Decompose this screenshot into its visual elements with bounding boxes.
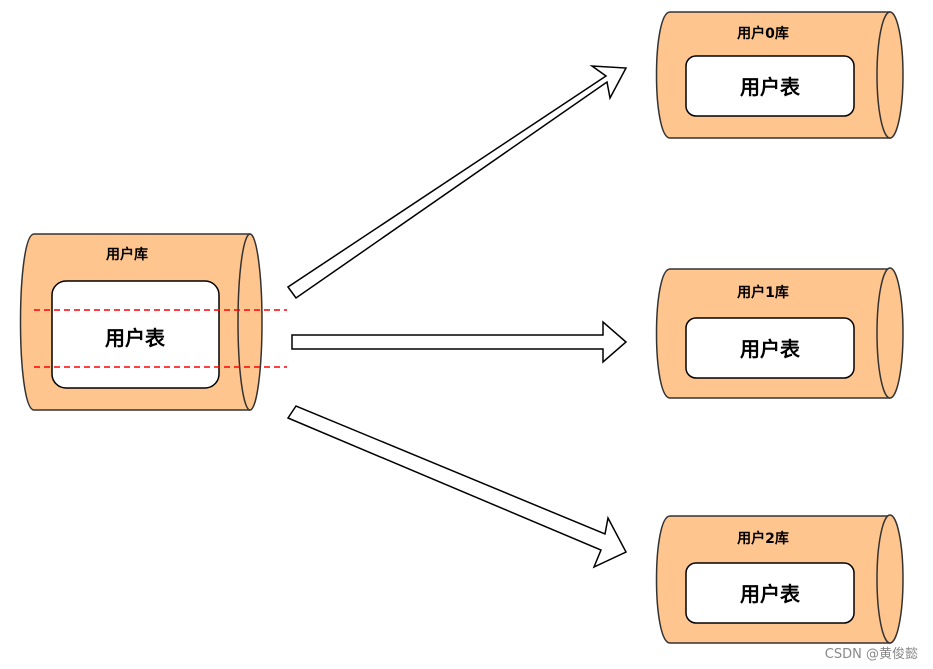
source-table (51, 280, 220, 389)
target-db-1-table-label: 用户表 (740, 337, 801, 361)
target-db-2-label: 用户2库 (737, 530, 789, 547)
target-db-0-end (876, 11, 904, 139)
target-db-2-end (876, 514, 904, 644)
source-db-label: 用户库 (106, 246, 148, 263)
target-db-1: 用户1库 用户表 (655, 267, 904, 399)
arrow-to-db0 (286, 65, 628, 300)
target-db-0-label: 用户0库 (737, 25, 789, 42)
target-db-0-table (685, 55, 855, 117)
target-db-2-table-label: 用户表 (740, 582, 801, 606)
watermark: CSDN @黄俊懿 (825, 647, 918, 662)
target-db-0: 用户0库 用户表 (655, 11, 904, 139)
source-table-label: 用户表 (105, 326, 166, 350)
target-db-2-table (685, 562, 855, 624)
source-db-end (237, 233, 263, 411)
target-db-1-label: 用户1库 (737, 284, 789, 301)
target-db-1-table (685, 317, 855, 379)
target-db-1-end (876, 267, 904, 399)
target-db-0-table-label: 用户表 (740, 75, 801, 99)
target-db-2: 用户2库 用户表 (655, 514, 904, 644)
arrow-to-db2 (286, 405, 628, 569)
arrow-to-db1 (291, 320, 628, 364)
source-db: 用户库 用户表 (19, 233, 287, 411)
